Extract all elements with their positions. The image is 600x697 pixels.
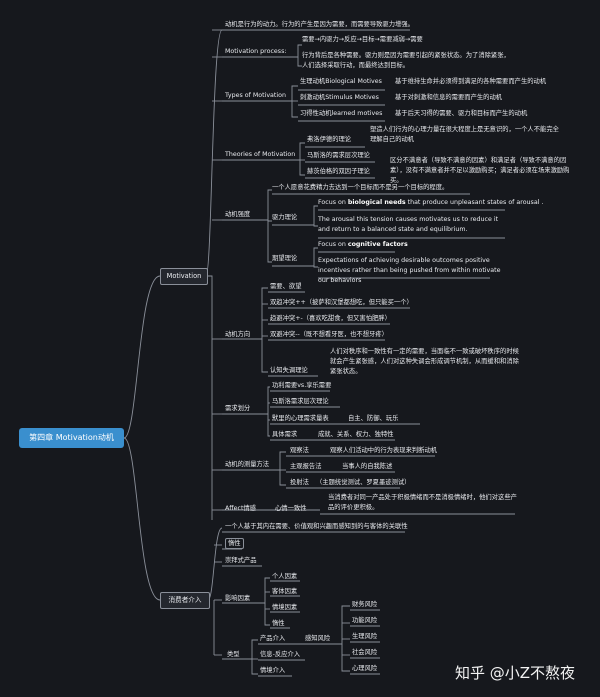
message-involvement: 信息-反应介入 (260, 651, 301, 658)
cult-products[interactable]: 崇拜式产品 (225, 557, 257, 564)
types-label[interactable]: Types of Motivation (225, 92, 286, 99)
needs-item-3-values: 自主、防御、玩乐 (348, 415, 399, 422)
risk-psychological: 心理风险 (352, 665, 378, 672)
needs-label[interactable]: 需求划分 (225, 405, 251, 412)
process-line2: 行为背后是各种需要。驱力则是因为需要引起的紧张状态。为了消除紧张，人们选择采取行… (302, 52, 510, 69)
motivation-node[interactable]: Motivation (160, 268, 208, 285)
product-involvement: 产品介入 (260, 635, 286, 642)
factor-situation: 情境因素 (272, 604, 298, 611)
measure-report: 主观报告法 (290, 463, 322, 470)
theories-label[interactable]: Theories of Motivation (225, 151, 296, 158)
theory-maslow: 马斯洛的需求层次理论 (307, 152, 370, 159)
needs-item-2: 马斯洛需求层次理论 (272, 398, 329, 405)
intensity-label[interactable]: 动机强度 (225, 211, 251, 218)
type-biological: 生理动机Biological Motives (300, 78, 382, 85)
measure-observe: 观察法 (290, 447, 309, 454)
measure-projective: 投射法 (290, 479, 309, 486)
drive-focus: Focus on biological needs that produce u… (318, 199, 543, 207)
affect-label[interactable]: Affect情感 (225, 505, 257, 512)
inv-types-label[interactable]: 类型 (227, 651, 240, 658)
direction-item-2: 双趋冲突++（披萨和汉堡都想吃，但只能买一个） (270, 299, 413, 306)
risk-social: 社会风险 (352, 649, 378, 656)
theory-freud: 弗洛伊德的理论 (307, 136, 352, 143)
theory-herzberg-desc: 区分不满意者（导致不满意的因素）和满足者（导致不满意的因素），没有不满意者并不足… (390, 157, 570, 184)
watermark: 知乎 @小Z不熬夜 (455, 664, 576, 682)
needs-item-3: 默里的心理需求量表 (272, 415, 329, 422)
dissonance-theory: 认知失调理论 (270, 367, 308, 374)
needs-item-1: 功利需要vs.享乐需要 (272, 382, 332, 389)
drive-focus-post: that produce unpleasant states of arousa… (405, 199, 544, 206)
direction-item-3: 趋避冲突+-（喜欢吃甜食，但又害怕肥胖） (270, 315, 391, 322)
factor-object: 客体因素 (272, 588, 298, 595)
measure-observe-desc: 观察人们活动中的行为表现来判断动机 (330, 447, 438, 454)
expect-focus-pre: Focus on (318, 241, 348, 248)
risk-financial: 财务风险 (352, 601, 378, 608)
process-label[interactable]: Motivation process: (225, 48, 287, 55)
measure-label[interactable]: 动机的测量方法 (225, 461, 270, 468)
situation-involvement: 情境介入 (260, 667, 286, 674)
needs-item-4: 具体需求 (272, 431, 298, 438)
expectancy-theory: 期望理论 (272, 255, 298, 262)
perceived-risk: 感知风险 (305, 635, 331, 642)
root-node[interactable]: 第四章 Motivation动机 (19, 428, 124, 448)
type-learned-desc: 基于后天习得的需要、驱力和目标而产生的动机 (395, 110, 528, 117)
direction-item-1: 需要、欲望 (270, 283, 302, 290)
type-biological-desc: 基于维持生命并必须得到满足的各种需要而产生的动机 (395, 78, 547, 85)
risk-physical: 生理风险 (352, 633, 378, 640)
factors-label[interactable]: 影响因素 (225, 595, 251, 602)
type-stimulus-desc: 基于对刺激和信息的需要而产生的动机 (395, 94, 503, 101)
motivation-intro: 动机是行为的动力。行为的产生是因为需要，而需要导致驱力增强。 (225, 21, 414, 28)
needs-item-4-values: 成就、关系、权力、独特性 (318, 431, 394, 438)
type-stimulus: 刺激动机Stimulus Motives (300, 94, 379, 101)
affect-desc: 当消费者对同一产品处于积极情绪而不是消极情绪时，他们对这些产品的评价更积极。 (328, 494, 517, 511)
direction-label[interactable]: 动机方向 (225, 331, 251, 338)
factor-personal: 个人因素 (272, 573, 298, 580)
involvement-desc: 一个人基于其内在需要、价值观和兴趣而感知到的与客体的关联性 (225, 523, 408, 530)
inertia-node[interactable]: 惰性 (225, 538, 244, 549)
process-line1: 需要→内驱力→反应→目标→需要减弱→需要 (302, 36, 423, 43)
drive-theory: 驱力理论 (272, 214, 298, 221)
type-learned: 习得性动机learned motives (300, 110, 383, 117)
measure-report-desc: 当事人的自我陈述 (342, 463, 393, 470)
drive-focus-bold: biological needs (347, 199, 406, 206)
expect-focus: Focus on cognitive factors (318, 241, 408, 249)
dissonance-desc: 人们对秩序和一致性有一定的需要，当面临不一致或破坏秩序的时候就会产生紧张感，人们… (330, 348, 519, 375)
measure-projective-desc: （主题统觉测试、罗夏墨迹测试） (316, 479, 411, 486)
intensity-desc: 一个人愿意花费精力去达到一个目标而不是另一个目标的程度。 (272, 184, 449, 191)
mood-congruence: 心情一致性 (275, 505, 307, 512)
theory-freud-desc: 塑造人们行为的心理力量在很大程度上是无意识的，一个人不能完全理解自己的动机 (370, 126, 559, 143)
theory-herzberg: 赫茨伯格的双因子理论 (307, 168, 370, 175)
involvement-node[interactable]: 消费者介入 (160, 592, 210, 609)
direction-item-4: 双避冲突--（既不想看牙医，也不想牙疼） (270, 331, 388, 338)
drive-focus-pre: Focus on (318, 199, 348, 206)
drive-text: The arousal this tension causes motivate… (318, 216, 499, 233)
expect-focus-bold: cognitive factors (347, 241, 408, 248)
risk-functional: 功能风险 (352, 617, 378, 624)
factor-inertia: 惰性 (272, 620, 285, 627)
expect-text: Expectations of achieving desirable outc… (318, 257, 501, 284)
